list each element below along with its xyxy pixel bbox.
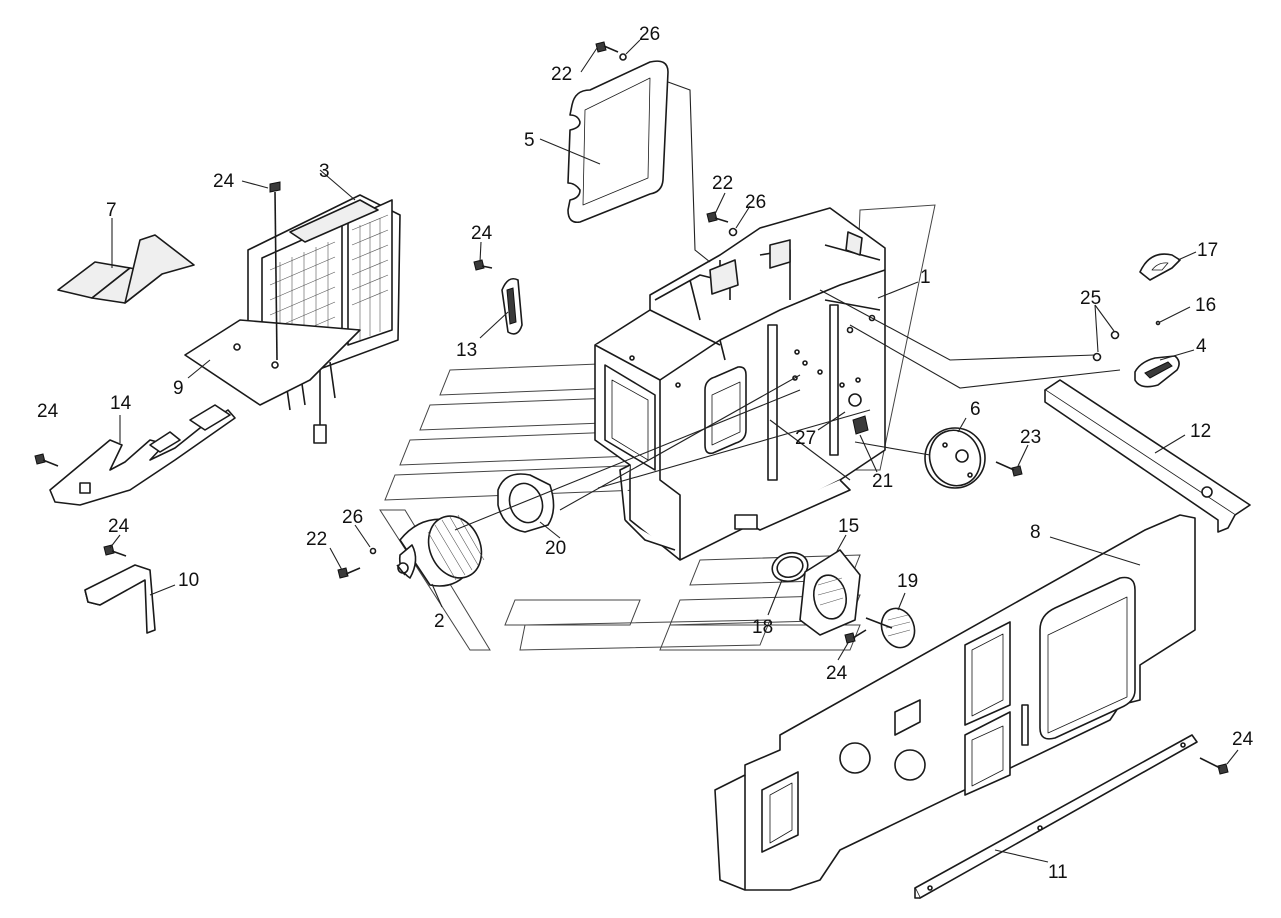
part-19-grille-cap	[880, 607, 916, 649]
callout-2: 2	[434, 611, 445, 632]
callout-25: 25	[1080, 288, 1101, 309]
callout-11: 11	[1048, 862, 1068, 883]
part-11-strip	[914, 734, 1198, 899]
callout-27: 27	[795, 428, 816, 449]
callout-21: 21	[872, 471, 893, 492]
callout-18: 18	[752, 617, 773, 638]
part-15-duct-flange	[799, 549, 861, 636]
part-17-knob	[1139, 253, 1181, 281]
callout-24: 24	[826, 663, 848, 684]
callout-9: 9	[173, 378, 184, 399]
part-7-filter-pads	[57, 234, 195, 304]
callout-1: 1	[920, 267, 931, 288]
part-25-nuts	[1092, 330, 1120, 362]
leader-lines	[109, 39, 1239, 863]
callout-7: 7	[106, 200, 117, 221]
part-5-cover-plate	[567, 60, 669, 224]
callout-16: 16	[1195, 295, 1216, 316]
part-20-gasket	[497, 473, 555, 533]
callout-22: 22	[551, 64, 572, 85]
callout-14: 14	[110, 393, 132, 414]
callout-15: 15	[838, 516, 859, 537]
part-6-plate	[924, 427, 986, 489]
part-10-l-bracket	[84, 564, 156, 634]
part-1-housing	[594, 207, 886, 561]
callout-26: 26	[745, 192, 766, 213]
callout-13: 13	[456, 340, 477, 361]
callout-5: 5	[524, 130, 535, 151]
callout-20: 20	[545, 538, 566, 559]
part-14-bracket	[49, 404, 236, 506]
callout-24: 24	[37, 401, 59, 422]
callout-24: 24	[471, 223, 493, 244]
part-3-heater-core	[247, 194, 401, 444]
callout-24: 24	[213, 171, 235, 192]
part-12-rail	[1044, 379, 1251, 533]
part-4-switch	[1134, 320, 1180, 388]
fasteners	[34, 41, 1229, 775]
callout-22: 22	[712, 173, 733, 194]
callout-24: 24	[1232, 729, 1254, 750]
callout-19: 19	[897, 571, 918, 592]
part-18-ring	[771, 551, 809, 583]
callout-24: 24	[108, 516, 130, 537]
callout-22: 22	[306, 529, 327, 550]
part-8-side-panel	[714, 514, 1196, 891]
part-9-base-tray	[184, 319, 361, 406]
part-21-fitting	[848, 393, 869, 435]
callout-10: 10	[178, 570, 199, 591]
callout-12: 12	[1190, 421, 1211, 442]
callout-labels: 26 22 5 3 24 7 22 26 24 1 17 25 16 4 13 …	[37, 24, 1254, 883]
callout-23: 23	[1020, 427, 1041, 448]
callout-6: 6	[970, 399, 981, 420]
part-13-grommet	[501, 277, 523, 335]
callout-4: 4	[1196, 336, 1207, 357]
callout-8: 8	[1030, 522, 1041, 543]
callout-26: 26	[639, 24, 660, 45]
callout-17: 17	[1197, 240, 1218, 261]
part-2-blower-motor	[396, 514, 485, 587]
callout-26: 26	[342, 507, 363, 528]
callout-3: 3	[319, 161, 330, 182]
